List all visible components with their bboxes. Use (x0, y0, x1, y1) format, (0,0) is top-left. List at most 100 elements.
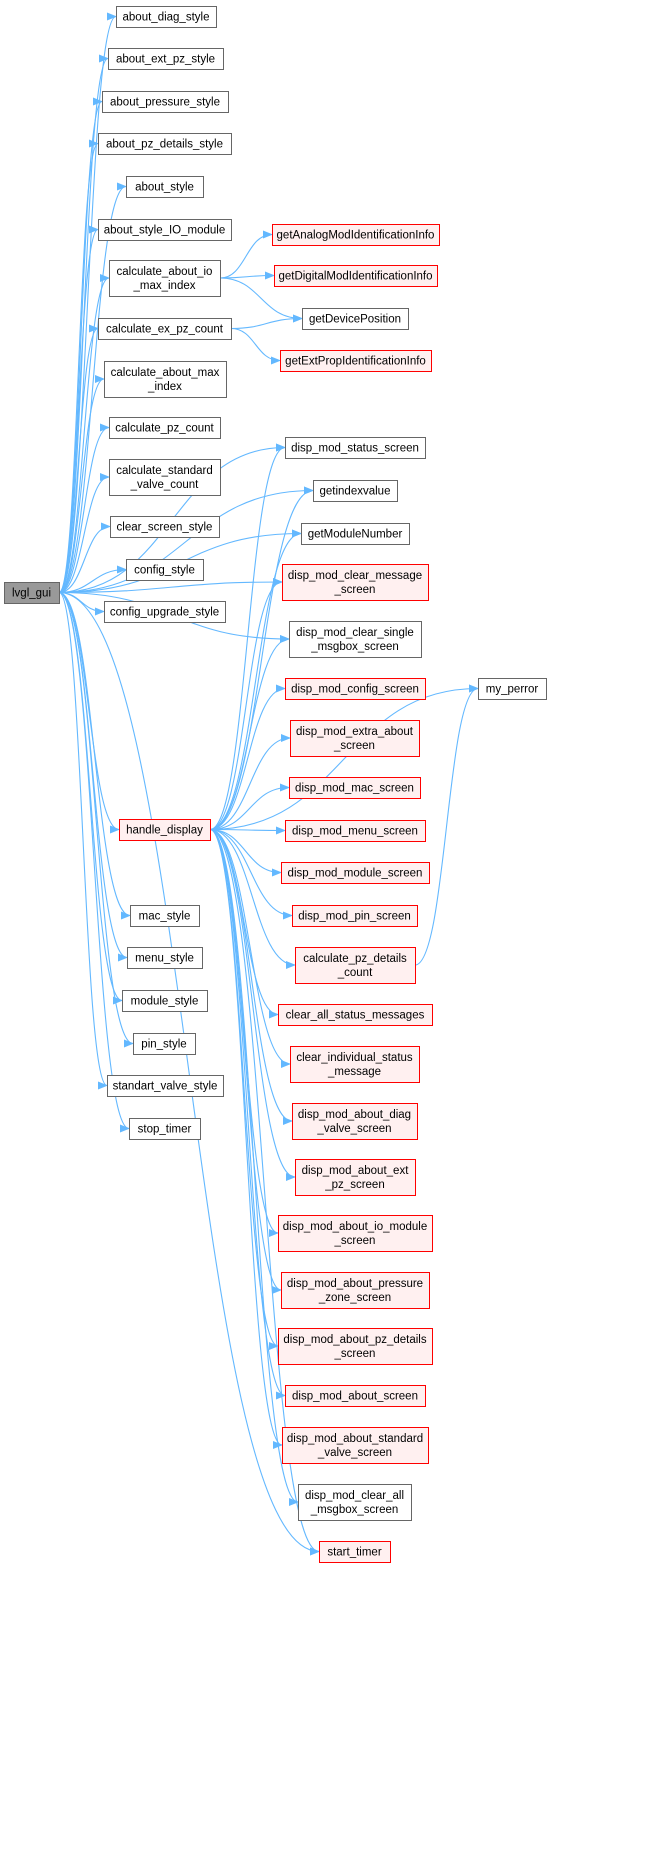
node-label: disp_mod_about_diag (298, 1109, 411, 1121)
edge-handle-display-to-disp-mod-about-ext-pz-screen (209, 828, 296, 1181)
node-label: _message (327, 1066, 381, 1078)
node-disp-mod-about-io-module-screen[interactable]: disp_mod_about_io_module_screen (278, 1215, 433, 1252)
node-calculate-pz-details-count[interactable]: calculate_pz_details_count (295, 947, 416, 984)
edge-lvgl-gui-to-pin-style (58, 591, 134, 1048)
node-box (98, 318, 232, 340)
node-about-style[interactable]: about_style (126, 176, 204, 198)
node-disp-mod-menu-screen[interactable]: disp_mod_menu_screen (285, 820, 426, 842)
node-label: disp_mod_status_screen (291, 443, 419, 455)
node-label: disp_mod_clear_all (305, 1490, 404, 1502)
node-pin-style[interactable]: pin_style (133, 1033, 196, 1055)
node-label: calculate_pz_count (115, 423, 214, 435)
node-label: _valve_screen (317, 1447, 392, 1459)
node-box (102, 91, 229, 113)
node-about-style-io-module[interactable]: about_style_IO_module (98, 219, 232, 241)
node-label: module_style (131, 996, 199, 1008)
node-label: _valve_count (130, 479, 200, 491)
node-box (295, 1159, 416, 1196)
node-getindexvalue[interactable]: getindexvalue (313, 480, 398, 502)
node-calculate-about-max-index[interactable]: calculate_about_max_index (104, 361, 227, 398)
node-label: _screen (334, 1235, 376, 1247)
node-disp-mod-about-diag-valve-screen[interactable]: disp_mod_about_diag_valve_screen (292, 1103, 418, 1140)
node-getanalogmodidentificationinfo[interactable]: getAnalogModIdentificationInfo (272, 224, 440, 246)
node-label: disp_mod_clear_message (288, 570, 422, 582)
node-label: _zone_screen (318, 1292, 391, 1304)
node-disp-mod-about-ext-pz-screen[interactable]: disp_mod_about_ext_pz_screen (295, 1159, 416, 1196)
node-about-pz-details-style[interactable]: about_pz_details_style (98, 133, 232, 155)
node-menu-style[interactable]: menu_style (127, 947, 203, 969)
node-start-timer[interactable]: start_timer (319, 1541, 391, 1563)
edge-calculate-about-io-max-index-to-getanalogmodidentificationinfo (219, 230, 273, 279)
node-lvgl-gui[interactable]: lvgl_gui (4, 582, 60, 604)
node-disp-mod-about-pz-details-screen[interactable]: disp_mod_about_pz_details_screen (278, 1328, 433, 1365)
node-getmodulenumber[interactable]: getModuleNumber (301, 523, 410, 545)
node-label: getDigitalModIdentificationInfo (278, 271, 432, 283)
node-box (107, 1075, 224, 1097)
node-disp-mod-config-screen[interactable]: disp_mod_config_screen (285, 678, 426, 700)
node-disp-mod-module-screen[interactable]: disp_mod_module_screen (281, 862, 430, 884)
node-box (290, 720, 420, 757)
node-box (109, 260, 221, 297)
node-label: clear_screen_style (117, 522, 213, 534)
edge-handle-display-to-disp-mod-mac-screen (209, 783, 290, 831)
node-label: about_pressure_style (110, 97, 220, 109)
node-about-diag-style[interactable]: about_diag_style (116, 6, 217, 28)
node-box (126, 559, 204, 581)
node-disp-mod-about-screen[interactable]: disp_mod_about_screen (285, 1385, 426, 1407)
node-box (319, 1541, 391, 1563)
node-box (280, 350, 432, 372)
node-label: _pz_screen (324, 1179, 384, 1191)
node-label: disp_mod_module_screen (288, 868, 423, 880)
node-box (4, 582, 60, 604)
node-stop-timer[interactable]: stop_timer (129, 1118, 201, 1140)
node-module-style[interactable]: module_style (122, 990, 208, 1012)
node-calculate-ex-pz-count[interactable]: calculate_ex_pz_count (98, 318, 232, 340)
edge-calculate-pz-details-count-to-my-perror (414, 684, 479, 966)
node-about-ext-pz-style[interactable]: about_ext_pz_style (108, 48, 224, 70)
node-getdeviceposition[interactable]: getDevicePosition (302, 308, 409, 330)
node-clear-individual-status-message[interactable]: clear_individual_status _message (290, 1046, 420, 1083)
node-getextpropidentificationinfo[interactable]: getExtPropIdentificationInfo (280, 350, 432, 372)
node-label: about_style (135, 182, 194, 194)
node-disp-mod-status-screen[interactable]: disp_mod_status_screen (285, 437, 426, 459)
node-calculate-standard-valve-count[interactable]: calculate_standard_valve_count (109, 459, 221, 496)
node-box (110, 516, 220, 538)
edge-lvgl-gui-to-about-style (58, 182, 127, 594)
node-about-pressure-style[interactable]: about_pressure_style (102, 91, 229, 113)
node-label: getExtPropIdentificationInfo (285, 356, 426, 368)
node-clear-screen-style[interactable]: clear_screen_style (110, 516, 220, 538)
node-standart-valve-style[interactable]: standart_valve_style (107, 1075, 224, 1097)
node-disp-mod-about-standard-valve-screen[interactable]: disp_mod_about_standard_valve_screen (282, 1427, 429, 1464)
edge-lvgl-gui-to-about-pz-details-style (58, 139, 99, 594)
node-disp-mod-pin-screen[interactable]: disp_mod_pin_screen (292, 905, 418, 927)
node-getdigitalmodidentificationinfo[interactable]: getDigitalModIdentificationInfo (274, 265, 438, 287)
node-config-upgrade-style[interactable]: config_upgrade_style (104, 601, 226, 623)
node-label: clear_all_status_messages (286, 1010, 425, 1022)
node-label: calculate_ex_pz_count (106, 324, 224, 336)
node-label: clear_individual_status (296, 1052, 413, 1064)
node-clear-all-status-messages[interactable]: clear_all_status_messages (278, 1004, 433, 1026)
node-my-perror[interactable]: my_perror (478, 678, 547, 700)
node-disp-mod-mac-screen[interactable]: disp_mod_mac_screen (289, 777, 421, 799)
node-box (129, 1118, 201, 1140)
node-label: my_perror (486, 684, 539, 696)
node-calculate-about-io-max-index[interactable]: calculate_about_io_max_index (109, 260, 221, 297)
node-handle-display[interactable]: handle_display (119, 819, 211, 841)
node-box (292, 1103, 418, 1140)
node-calculate-pz-count[interactable]: calculate_pz_count (109, 417, 221, 439)
node-disp-mod-clear-message-screen[interactable]: disp_mod_clear_message _screen (282, 564, 429, 601)
node-label: _screen (334, 584, 376, 596)
edge-calculate-about-io-max-index-to-getdeviceposition (219, 277, 303, 323)
node-box (285, 1385, 426, 1407)
node-label: _screen (333, 740, 375, 752)
node-disp-mod-clear-single-msgbox-screen[interactable]: disp_mod_clear_single_msgbox_screen (289, 621, 422, 658)
node-mac-style[interactable]: mac_style (130, 905, 200, 927)
node-disp-mod-extra-about-screen[interactable]: disp_mod_extra_about_screen (290, 720, 420, 757)
node-label: disp_mod_mac_screen (295, 783, 414, 795)
node-disp-mod-clear-all-msgbox-screen[interactable]: disp_mod_clear_all_msgbox_screen (298, 1484, 412, 1521)
edge-lvgl-gui-to-calculate-about-max-index (58, 375, 105, 594)
node-disp-mod-about-pressure-zone-screen[interactable]: disp_mod_about_pressure_zone_screen (281, 1272, 430, 1309)
node-box (119, 819, 211, 841)
node-box (98, 219, 232, 241)
node-config-style[interactable]: config_style (126, 559, 204, 581)
